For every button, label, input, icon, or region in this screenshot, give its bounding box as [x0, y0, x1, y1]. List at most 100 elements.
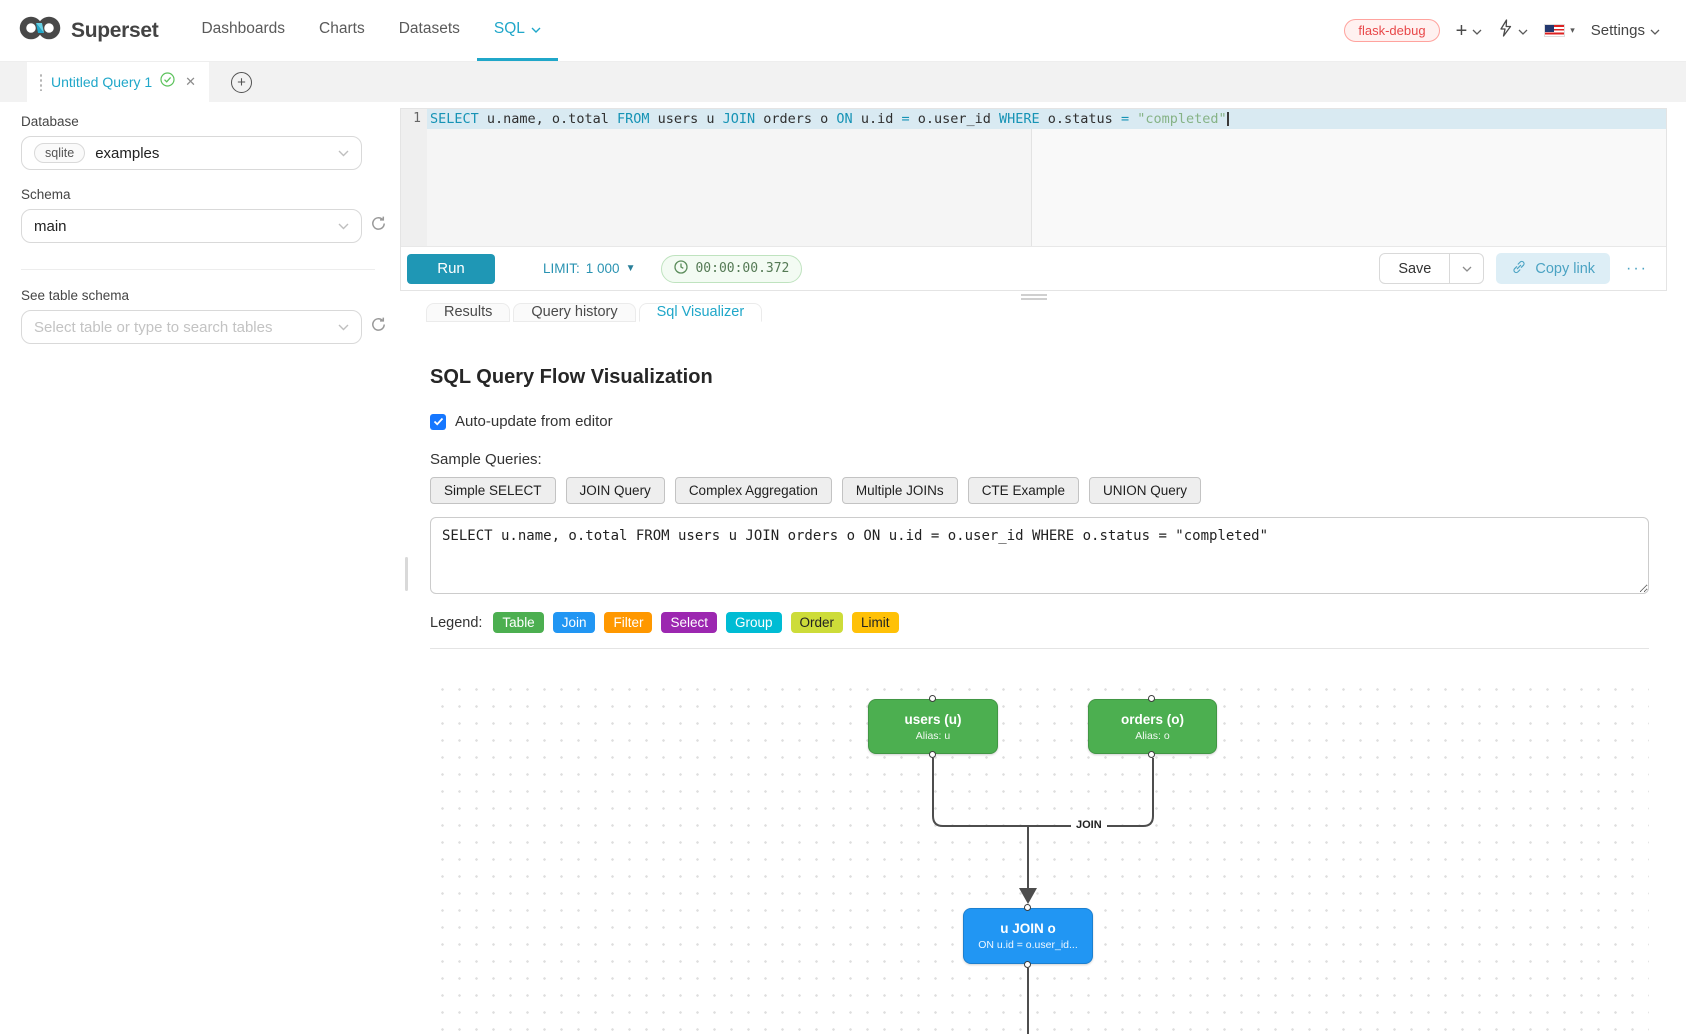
- sample-union-query-button[interactable]: UNION Query: [1088, 477, 1201, 504]
- node-port-top[interactable]: [1023, 904, 1031, 911]
- tab-sql-visualizer[interactable]: Sql Visualizer: [638, 302, 763, 322]
- clock-icon: [674, 259, 689, 278]
- node-port-bottom[interactable]: [1023, 961, 1031, 968]
- editor-gutter: 1: [401, 109, 427, 246]
- db-engine-badge: sqlite: [34, 143, 86, 163]
- editor-code-area[interactable]: SELECT u.name, o.total FROM users u JOIN…: [427, 109, 1666, 246]
- tab-results[interactable]: Results: [426, 302, 511, 322]
- sample-queries-label: Sample Queries:: [430, 451, 542, 468]
- table-select-placeholder: Select table or type to search tables: [34, 318, 273, 336]
- save-options-button[interactable]: [1449, 254, 1483, 283]
- node-title: users (u): [904, 711, 962, 727]
- legend-badge-join: Join: [552, 612, 596, 633]
- legend-badge-filter: Filter: [604, 612, 653, 633]
- nav-item-charts[interactable]: Charts: [319, 20, 365, 37]
- sql-token: =: [1120, 111, 1130, 127]
- sql-token: u.name, o.total: [478, 111, 617, 127]
- legend-badge-limit: Limit: [852, 612, 899, 633]
- print-margin-ruler: [1031, 109, 1666, 246]
- sample-complex-aggregation-button[interactable]: Complex Aggregation: [674, 477, 832, 504]
- nav-item-sql[interactable]: SQL: [476, 0, 558, 61]
- query-flow-canvas[interactable]: JOIN users (u) Alias: u orders (o) Alias…: [430, 675, 1649, 1034]
- refresh-tables-icon[interactable]: [370, 316, 387, 338]
- drag-handle-icon[interactable]: [39, 73, 43, 91]
- node-subtitle: Alias: o: [1135, 729, 1170, 742]
- sql-token: u.id: [852, 111, 902, 127]
- query-tab-untitled-1[interactable]: Untitled Query 1 ✕: [27, 62, 209, 102]
- query-tabbar: Untitled Query 1 ✕ +: [0, 62, 1686, 102]
- sample-simple-select-button[interactable]: Simple SELECT: [430, 477, 556, 504]
- node-subtitle: ON u.id = o.user_id...: [978, 939, 1078, 951]
- auto-update-checkbox[interactable]: [430, 413, 446, 430]
- sql-lab-sidebar: Database sqlite examples Schema main: [0, 102, 408, 1034]
- flow-node-orders[interactable]: orders (o) Alias: o: [1088, 695, 1217, 758]
- sql-editor[interactable]: 1 SELECT u.name, o.total FROM users u JO…: [401, 109, 1666, 246]
- timer-value: 00:00:00.372: [695, 261, 790, 276]
- refresh-schemas-icon[interactable]: [370, 215, 387, 237]
- sql-token: JOIN: [722, 111, 756, 127]
- nav-item-datasets[interactable]: Datasets: [398, 20, 460, 37]
- flow-node-join[interactable]: u JOIN o ON u.id = o.user_id...: [963, 904, 1093, 968]
- save-button[interactable]: Save: [1398, 260, 1432, 277]
- query-timer-badge: 00:00:00.372: [661, 254, 803, 283]
- sample-join-query-button[interactable]: JOIN Query: [565, 477, 665, 504]
- settings-menu[interactable]: Settings: [1591, 22, 1660, 40]
- visualizer-query-textarea[interactable]: SELECT u.name, o.total FROM users u JOIN…: [430, 517, 1649, 594]
- copy-link-button[interactable]: Copy link: [1496, 253, 1611, 284]
- database-select[interactable]: sqlite examples: [21, 136, 362, 170]
- tab-query-history[interactable]: Query history: [513, 302, 636, 322]
- sample-multiple-joins-button[interactable]: Multiple JOINs: [841, 477, 958, 504]
- legend-label: Legend:: [430, 614, 483, 631]
- database-value: examples: [95, 144, 160, 162]
- chevron-down-icon: [531, 20, 541, 38]
- nav-item-dashboards[interactable]: Dashboards: [201, 20, 286, 37]
- sql-token: o.user_id: [909, 111, 1000, 127]
- new-item-menu[interactable]: +: [1456, 21, 1483, 41]
- chevron-down-icon: [1650, 22, 1660, 40]
- limit-label: LIMIT:: [543, 261, 580, 276]
- more-actions-button[interactable]: ···: [1626, 259, 1648, 277]
- database-label: Database: [21, 114, 79, 129]
- auto-update-row[interactable]: Auto-update from editor: [430, 413, 1667, 430]
- plus-icon: +: [1455, 19, 1468, 42]
- node-port-top[interactable]: [928, 695, 936, 702]
- schema-label: Schema: [21, 187, 71, 202]
- activity-menu[interactable]: [1498, 19, 1528, 42]
- save-split-button: Save: [1379, 253, 1485, 284]
- add-query-tab-button[interactable]: +: [231, 62, 252, 102]
- schema-select[interactable]: main: [21, 209, 362, 243]
- close-tab-icon[interactable]: ✕: [185, 74, 197, 89]
- sql-token: [1129, 111, 1137, 127]
- language-menu[interactable]: ▾: [1544, 24, 1575, 37]
- sql-editor-block: 1 SELECT u.name, o.total FROM users u JO…: [400, 108, 1667, 291]
- superset-logo-icon: [18, 14, 62, 47]
- sql-token: =: [901, 111, 910, 127]
- line-number: 1: [413, 111, 421, 126]
- node-title: u JOIN o: [1000, 921, 1056, 936]
- sidebar-resizer-handle[interactable]: [405, 557, 408, 591]
- environment-badge: flask-debug: [1344, 19, 1440, 42]
- resize-handle-icon[interactable]: [1020, 293, 1047, 300]
- flow-edges: [932, 758, 1154, 1034]
- navbar-right: flask-debug + ▾ Settings: [1344, 0, 1686, 61]
- limit-dropdown[interactable]: LIMIT: 1 000 ▼: [543, 261, 635, 276]
- sample-cte-example-button[interactable]: CTE Example: [967, 477, 1079, 504]
- saved-check-icon: [160, 72, 175, 92]
- node-port-bottom[interactable]: [1148, 751, 1155, 758]
- section-divider: [430, 648, 1649, 649]
- limit-value: 1 000: [585, 261, 620, 276]
- legend-badge-group: Group: [726, 612, 782, 633]
- legend-badge-select: Select: [661, 612, 717, 633]
- lightning-bolt-icon: [1498, 19, 1513, 42]
- node-port-top[interactable]: [1148, 695, 1155, 702]
- caret-down-icon: ▾: [1570, 25, 1575, 35]
- legend-badge-order: Order: [790, 612, 844, 633]
- table-select[interactable]: Select table or type to search tables: [21, 310, 362, 344]
- run-button[interactable]: Run: [407, 253, 495, 284]
- node-subtitle: Alias: u: [915, 729, 951, 742]
- superset-logo[interactable]: Superset: [18, 0, 159, 61]
- flow-node-users[interactable]: users (u) Alias: u: [868, 695, 998, 758]
- node-title: orders (o): [1120, 711, 1184, 727]
- node-port-bottom[interactable]: [928, 751, 936, 758]
- sql-token: "completed": [1137, 111, 1227, 127]
